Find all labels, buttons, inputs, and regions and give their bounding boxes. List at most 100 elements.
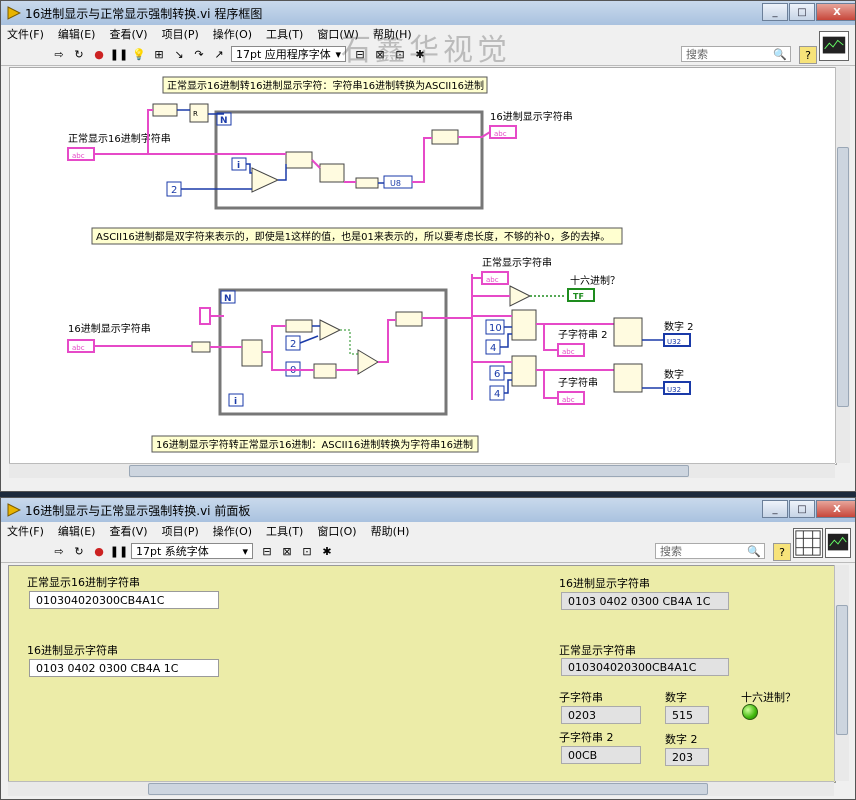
minimize-button[interactable]: _ [762,500,788,518]
comment-bottom: 16进制显示字符转正常显示16进制：ASCII16进制转换为字符串16进制 [156,438,473,451]
context-help-icon[interactable]: ? [799,46,817,64]
normal-hex-string-input[interactable]: 010304020300CB4A1C [29,591,219,609]
panel-vertical-scrollbar[interactable] [834,565,849,781]
step-over-icon[interactable]: ↷ [194,47,204,61]
abort-icon[interactable]: ● [94,544,104,558]
diagram-vertical-scrollbar[interactable] [835,67,850,463]
menu-project[interactable]: 项目(P) [161,28,199,41]
term-u32-b: U32 [667,386,681,394]
hex-display-string-input[interactable]: 0103 0402 0300 CB4A 1C [29,659,219,677]
step-into-icon[interactable]: ↘ [174,47,184,61]
resize-icon[interactable]: ⊡ [302,544,312,558]
menu-help[interactable]: 帮助(H) [370,525,410,538]
align-icon[interactable]: ⊟ [355,47,365,61]
step-out-icon[interactable]: ↗ [214,47,224,61]
align-icon[interactable]: ⊟ [262,544,272,558]
run-continuous-icon[interactable]: ↻ [74,47,84,61]
label-hex-out: 16进制显示字符串 [490,110,573,123]
diagram-vscroll-thumb[interactable] [837,147,849,407]
close-button[interactable]: X [816,3,855,21]
menu-operate[interactable]: 操作(O) [212,28,253,41]
panel-title-bar[interactable]: 16进制显示与正常显示强制转换.vi 前面板 _ □ X [1,498,855,522]
num-label: 数字 [665,691,687,704]
menu-operate[interactable]: 操作(O) [212,525,253,538]
menu-help[interactable]: 帮助(H) [372,28,412,41]
close-button[interactable]: X [816,500,855,518]
bottom-const-2: 2 [290,339,296,350]
label-is-hex: 十六进制？ [570,274,620,287]
menu-tools[interactable]: 工具(T) [266,28,304,41]
normal-string-indicator: 010304020300CB4A1C [561,658,729,676]
term-u8: U8 [390,179,401,188]
substring-value: 0203 [568,708,596,722]
pause-icon[interactable]: ❚❚ [109,47,129,61]
search-icon: 🔍 [747,544,761,558]
is-hex-label: 十六进制？ [741,691,796,704]
panel-menu-bar: 文件(F) 编辑(E) 查看(V) 项目(P) 操作(O) 工具(T) 窗口(O… [1,522,855,540]
cleanup-icon[interactable]: ✱ [415,47,425,61]
sub2-label: 子字符串 2 [559,731,614,744]
menu-file[interactable]: 文件(F) [7,525,44,538]
vi-icon-tile[interactable] [819,31,849,61]
retain-wire-values-icon[interactable]: ⊞ [154,47,164,61]
front-panel-canvas: 正常显示16进制字符串 010304020300CB4A1C 16进制显示字符串… [8,565,836,783]
font-select[interactable]: 17pt 应用程序字体▾ [231,46,346,62]
block-diagram-window: 16进制显示与正常显示强制转换.vi 程序框图 _ □ X 文件(F) 编辑(E… [0,0,856,492]
maximize-button[interactable]: □ [789,3,815,21]
diagram-hscroll-thumb[interactable] [129,465,689,477]
menu-edit[interactable]: 编辑(E) [57,28,96,41]
run-arrow-icon[interactable]: ⇨ [54,544,64,558]
panel-search-input[interactable]: 搜索🔍 [655,543,765,559]
menu-view[interactable]: 查看(V) [109,525,148,538]
highlight-execution-icon[interactable]: 💡 [132,47,146,61]
run-continuous-icon[interactable]: ↻ [74,544,84,558]
vi-icon-tile[interactable] [825,528,851,558]
panel-vscroll-thumb[interactable] [836,605,848,735]
diagram-title: 16进制显示与正常显示强制转换.vi 程序框图 [25,6,263,21]
distribute-icon[interactable]: ⊠ [282,544,292,558]
run-arrow-icon[interactable]: ⇨ [54,47,64,61]
term-normal-in: abc [72,152,85,160]
maximize-button[interactable]: □ [789,500,815,518]
term-sub2: abc [562,348,575,356]
menu-window[interactable]: 窗口(W) [317,28,359,41]
hex-display-indicator-value: 0103 0402 0300 CB4A 1C [568,594,711,608]
font-select[interactable]: 17pt 系统字体▾ [131,543,253,559]
connector-pane-tile[interactable] [793,528,823,558]
bottom-loop-n: N [224,294,232,304]
diagram-search-input[interactable]: 搜索🔍 [681,46,791,62]
number-value: 515 [672,708,693,722]
term-sub: abc [562,396,575,404]
top-loop-n: N [220,116,228,126]
menu-file[interactable]: 文件(F) [7,28,44,41]
diagram-menu-bar: 文件(F) 编辑(E) 查看(V) 项目(P) 操作(O) 工具(T) 窗口(W… [1,25,855,43]
hex-display-string-value: 0103 0402 0300 CB4A 1C [36,661,179,675]
minimize-button[interactable]: _ [762,3,788,21]
pause-icon[interactable]: ❚❚ [109,544,129,558]
menu-tools[interactable]: 工具(T) [266,525,304,538]
ctl-normal-label: 正常显示16进制字符串 [27,576,140,589]
diagram-title-bar[interactable]: 16进制显示与正常显示强制转换.vi 程序框图 _ □ X [1,1,855,25]
reorder-icon[interactable]: ✱ [322,544,332,558]
panel-hscroll-thumb[interactable] [148,783,708,795]
diagram-window-controls: _ □ X [761,3,855,21]
menu-edit[interactable]: 编辑(E) [57,525,96,538]
abort-icon[interactable]: ● [94,47,104,61]
menu-project[interactable]: 项目(P) [161,525,199,538]
label-num: 数字 [664,368,684,381]
term-hex-in: abc [72,344,85,352]
ind-normal-label: 正常显示字符串 [559,644,636,657]
panel-horizontal-scrollbar[interactable] [8,781,834,796]
term-tf: TF [573,292,584,301]
context-help-icon[interactable]: ? [773,543,791,561]
hex-display-string-indicator: 0103 0402 0300 CB4A 1C [561,592,729,610]
panel-window-controls: _ □ X [761,500,855,518]
reorder-icon[interactable]: ⊡ [395,47,405,61]
distribute-icon[interactable]: ⊠ [375,47,385,61]
diagram-horizontal-scrollbar[interactable] [9,463,835,478]
ctl-hex-label: 16进制显示字符串 [27,644,118,657]
vi-connector-icon [827,533,849,551]
menu-view[interactable]: 查看(V) [109,28,148,41]
block-diagram-canvas[interactable]: 正常显示16进制转16进制显示字符：字符串16进制转换为ASCII16进制 正常… [9,67,837,465]
menu-window[interactable]: 窗口(O) [317,525,357,538]
